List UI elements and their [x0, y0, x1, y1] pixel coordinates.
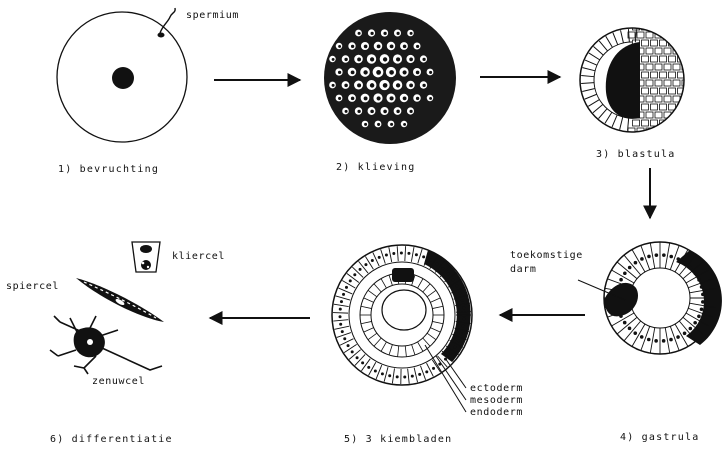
muscle-cell [76, 278, 164, 322]
stage-2-caption: 2) klieving [336, 162, 415, 173]
future-gut-label-2: darm [510, 264, 536, 275]
endoderm-label: endoderm [470, 407, 523, 418]
stage-1-caption: 1) bevruchting [58, 164, 159, 175]
stage-5-caption: 5) 3 kiembladen [344, 434, 452, 445]
stage-gastrula: toekomstige darm 4) gastrula [510, 242, 722, 443]
gut-lumen [382, 290, 426, 330]
ectoderm-label: ectoderm [470, 383, 523, 394]
nerve-cell [50, 316, 162, 374]
stage-fertilization: spermium 1) bevruchting [57, 8, 239, 175]
gland-cell-label: kliercel [172, 251, 225, 262]
gland-cell [132, 242, 160, 272]
egg-nucleus [112, 67, 134, 89]
future-gut-label: toekomstige [510, 250, 583, 261]
stage-cleavage: 2) klieving [324, 12, 456, 173]
muscle-cell-label: spiercel [6, 281, 59, 292]
stage-germ-layers: ectoderm mesoderm endoderm 5) 3 kiemblad… [332, 245, 523, 445]
stage-4-caption: 4) gastrula [620, 432, 699, 443]
mesoderm-label: mesoderm [470, 395, 523, 406]
stage-6-caption: 6) differentiatie [50, 434, 173, 445]
sperm-cell [160, 8, 175, 33]
sperm-label: spermium [186, 10, 239, 21]
nerve-cell-label: zenuwcel [92, 376, 145, 387]
neural-tube [392, 268, 414, 282]
stage-3-caption: 3) blastula [596, 149, 675, 160]
stage-differentiation: kliercel spiercel zenuwcel 6) differenti… [6, 242, 225, 445]
stage-blastula: 3) blastula [580, 24, 694, 160]
